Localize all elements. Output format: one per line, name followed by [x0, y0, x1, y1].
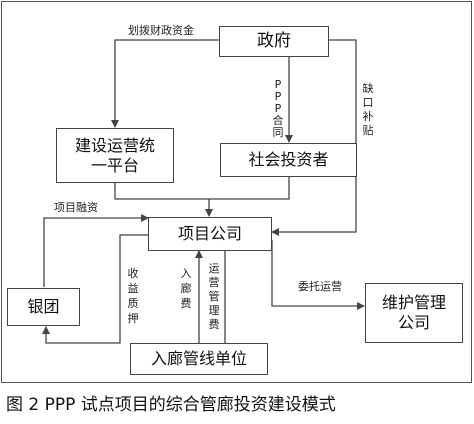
- label-om-fee: 运营管理费: [208, 262, 220, 331]
- diagram-frame: [1, 1, 472, 383]
- node-platform: 建设运营统 一平台: [56, 128, 174, 183]
- node-maintenance-company: 维护管理 公司: [365, 283, 463, 343]
- edge-investor-to-company: [209, 177, 290, 200]
- edge-entrusted-operation: [271, 240, 365, 310]
- node-government: 政府: [219, 26, 329, 57]
- label-fiscal-allocation: 划拨财政资金: [128, 24, 194, 37]
- node-pipeline-unit: 入廊管线单位: [130, 343, 268, 375]
- node-social-investor: 社会投资者: [220, 143, 357, 177]
- edge-fiscal-allocation: [111, 39, 219, 128]
- edge-revenue-pledge: [42, 234, 148, 344]
- label-revenue-pledge: 收益质押: [127, 267, 139, 325]
- edge-gap-subsidy: [271, 39, 357, 236]
- edge-platform-to-company: [114, 183, 213, 217]
- label-entry-fee: 入廊费: [180, 267, 192, 310]
- label-project-financing: 项目融资: [54, 201, 98, 214]
- figure-caption: 图 2 PPP 试点项目的综合管廊投资建设模式: [6, 395, 336, 415]
- node-bank-group: 银团: [7, 288, 80, 326]
- label-ppp-contract: PPP合同: [272, 78, 284, 139]
- label-entrusted-operation: 委托运营: [298, 280, 342, 293]
- edge-project-financing: [43, 214, 149, 287]
- node-project-company: 项目公司: [148, 217, 272, 251]
- label-gap-subsidy: 缺口补贴: [362, 82, 374, 137]
